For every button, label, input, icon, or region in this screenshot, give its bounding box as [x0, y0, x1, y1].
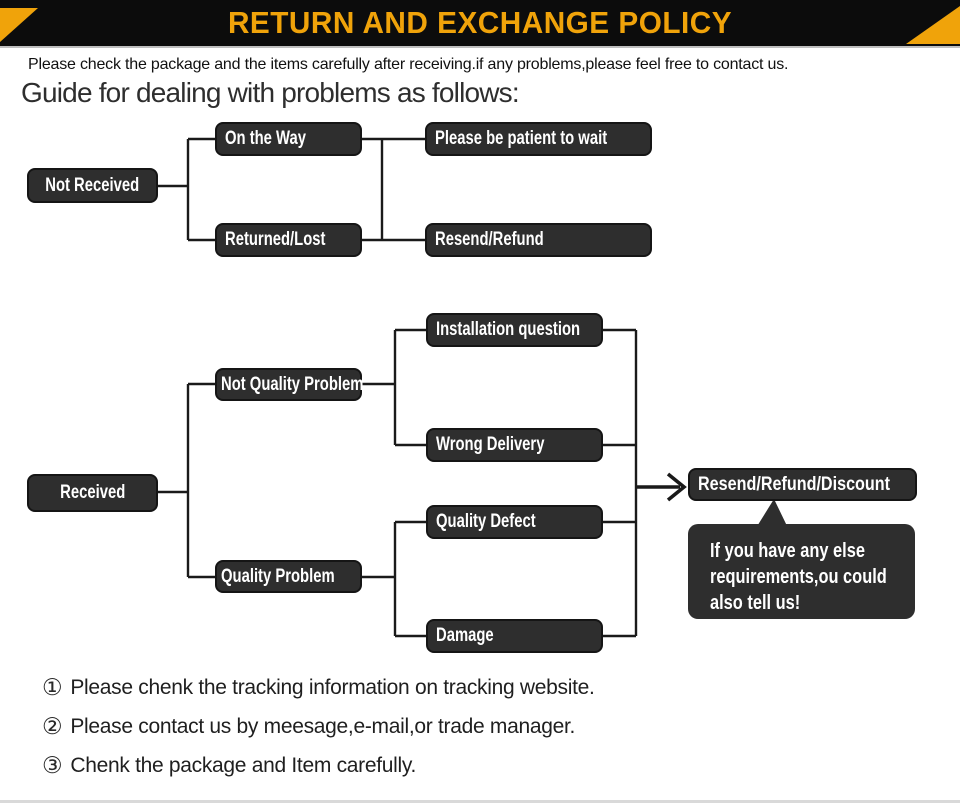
circled-number-icon: ①: [42, 674, 63, 700]
node-label: Resend/Refund/Discount: [698, 473, 891, 495]
node-label: Not Quality Problem: [221, 373, 364, 395]
flow-node-received: Received: [27, 474, 158, 512]
policy-header-banner: RETURN AND EXCHANGE POLICY: [0, 0, 960, 48]
node-label: Returned/Lost: [225, 229, 326, 250]
node-label: Resend/Refund: [435, 229, 544, 250]
node-label: Not Received: [45, 174, 140, 196]
arrow-right-icon: [636, 472, 687, 502]
node-label: Received: [59, 482, 126, 503]
node-label: Please be patient to wait: [435, 128, 608, 149]
footnote-text: Chenk the package and Item carefully.: [70, 753, 417, 777]
flow-node-damage: Damage: [426, 619, 603, 653]
flow-node-returned-lost: Returned/Lost: [215, 223, 362, 257]
circled-number-icon: ③: [42, 752, 63, 778]
footnote-text: Please chenk the tracking information on…: [70, 675, 595, 699]
flow-node-installation-question: Installation question: [426, 313, 603, 347]
flow-node-quality-defect: Quality Defect: [426, 505, 603, 539]
page-title: RETURN AND EXCHANGE POLICY: [227, 5, 733, 40]
flow-node-wrong-delivery: Wrong Delivery: [426, 428, 603, 462]
right-corner-triangle: [906, 6, 960, 44]
intro-notice-text: Please check the package and the items c…: [28, 56, 789, 73]
bubble-line: requirements,ou could: [710, 566, 887, 588]
speech-bubble-tail: [756, 499, 788, 528]
note-speech-bubble: If you have any else requirements,ou cou…: [688, 524, 915, 619]
node-label: Damage: [436, 625, 494, 646]
footnote-3: ③ Chenk the package and Item carefully.: [42, 752, 416, 779]
footnote-2: ② Please contact us by meesage,e-mail,or…: [42, 713, 575, 740]
flow-node-be-patient: Please be patient to wait: [425, 122, 652, 156]
footnote-text: Please contact us by meesage,e-mail,or t…: [70, 714, 576, 738]
node-label: Wrong Delivery: [436, 434, 545, 455]
bubble-line: If you have any else: [710, 540, 865, 562]
bubble-line: also tell us!: [710, 592, 801, 614]
flow-node-not-received: Not Received: [27, 168, 158, 203]
circled-number-icon: ②: [42, 713, 63, 739]
node-label: On the Way: [225, 128, 306, 149]
banner-corner-triangles: [0, 6, 960, 44]
flow-node-quality-problem: Quality Problem: [215, 560, 362, 593]
flow-node-not-quality-problem: Not Quality Problem: [215, 368, 364, 401]
flow-node-outcome: Resend/Refund/Discount: [688, 468, 917, 501]
guide-heading: Guide for dealing with problems as follo…: [21, 77, 520, 108]
flow-node-resend-refund: Resend/Refund: [425, 223, 652, 257]
node-label: Quality Defect: [436, 511, 536, 532]
footnote-1: ① Please chenk the tracking information …: [42, 674, 595, 701]
node-label: Quality Problem: [221, 565, 335, 587]
left-corner-triangle: [0, 8, 38, 42]
flow-node-on-the-way: On the Way: [215, 122, 362, 156]
node-label: Installation question: [436, 319, 581, 340]
